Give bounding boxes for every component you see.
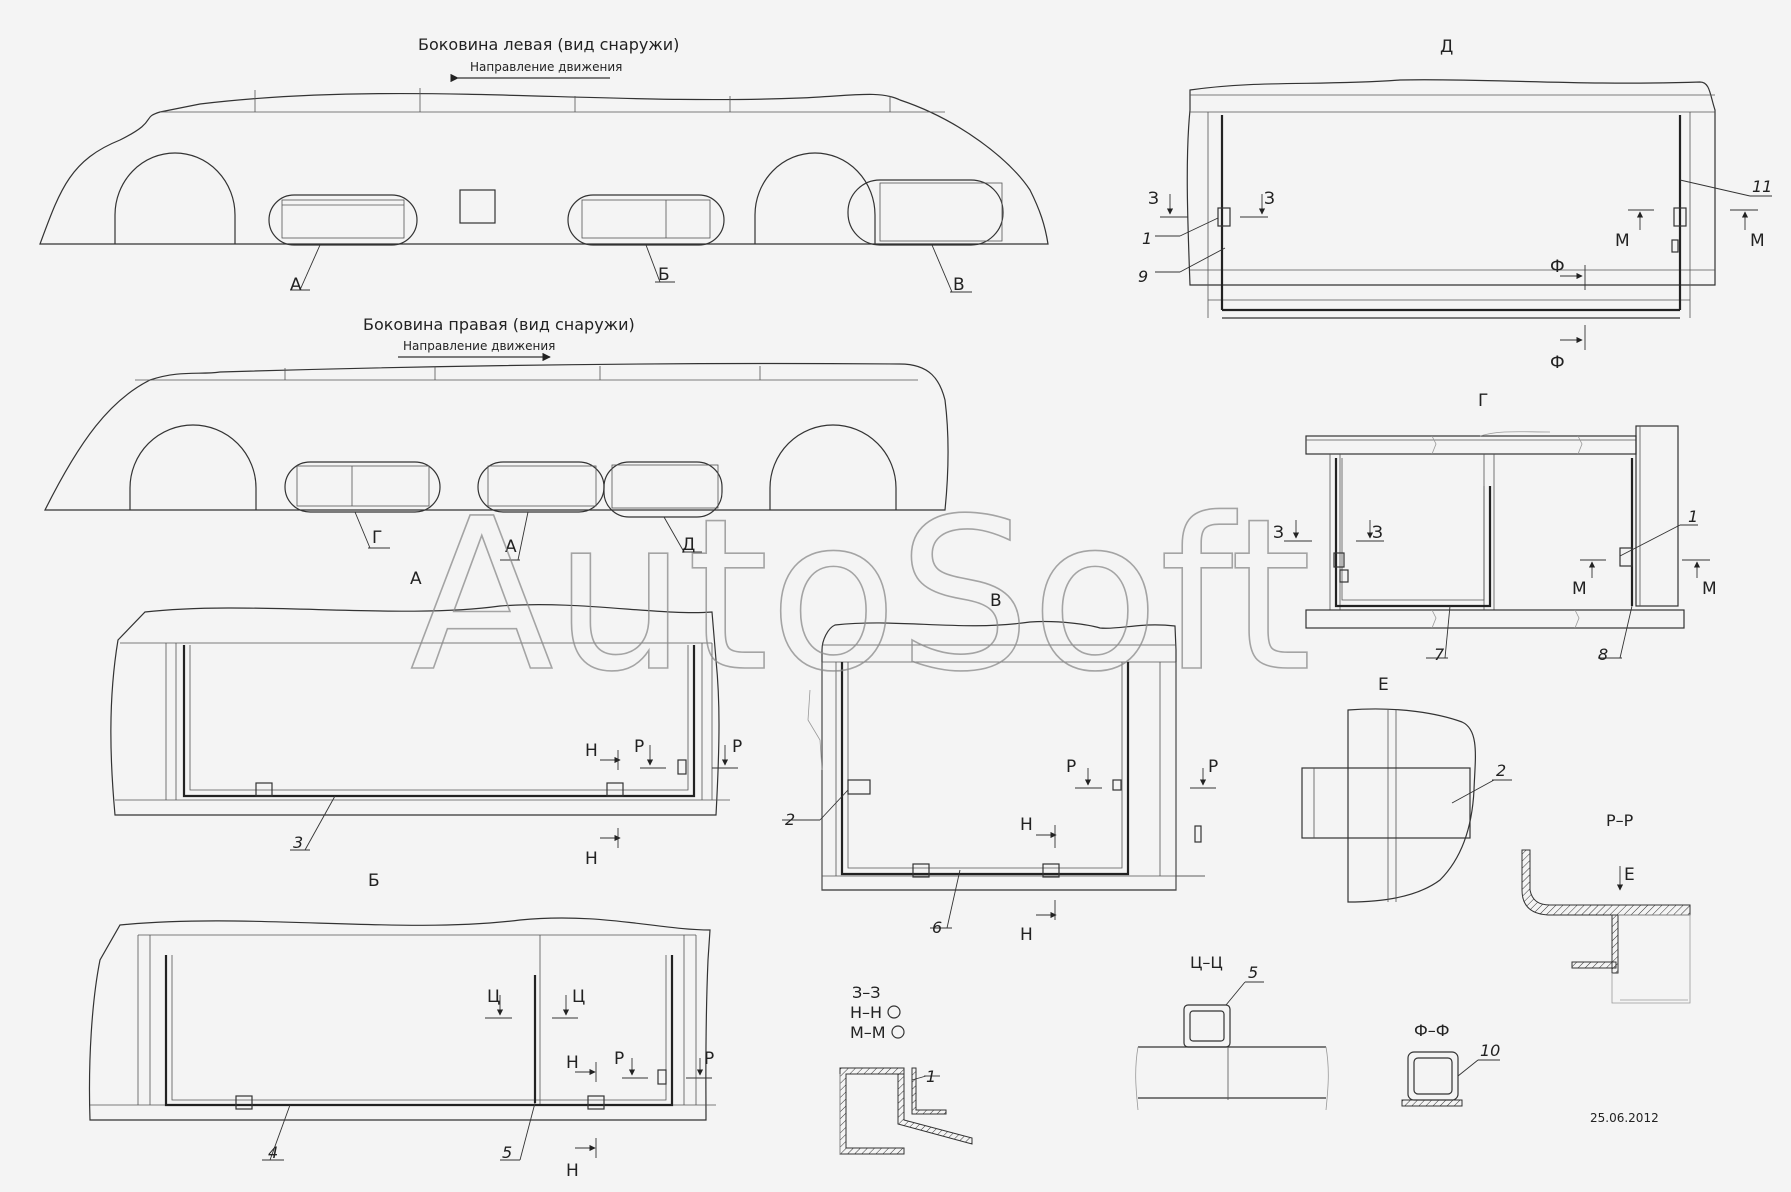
watermark: AutoSoft [410, 473, 1312, 718]
section-ts-ts-title: Ц–Ц [1190, 953, 1223, 972]
section-f-f: Ф–Ф 10 [1401, 1021, 1500, 1107]
svg-text:Ц: Ц [487, 987, 500, 1007]
svg-text:М: М [1615, 231, 1630, 251]
part-number-3: 3 [293, 833, 303, 852]
svg-text:Н: Н [1020, 925, 1033, 945]
part-number-5-section: 5 [1248, 963, 1258, 982]
svg-text:З: З [1372, 523, 1383, 543]
cut-marks-r-v: Р Р [1066, 757, 1218, 789]
cut-marks-r-a: Р Р [634, 737, 742, 769]
svg-text:М: М [1702, 579, 1717, 599]
view-e: Е 2 [1301, 675, 1512, 903]
svg-text:Ф: Ф [1550, 257, 1565, 277]
svg-text:Р: Р [1066, 757, 1076, 777]
view-d: Д 1 9 11 З З М [1138, 37, 1772, 373]
callout-b-left: Б [658, 265, 670, 285]
cut-marks-n-b: Н Н [566, 1053, 597, 1181]
svg-text:Ц: Ц [572, 987, 585, 1007]
svg-text:Н: Н [585, 741, 598, 761]
svg-text:М: М [1572, 579, 1587, 599]
part-number-1-g: 1 [1688, 507, 1698, 526]
view-b: Б 4 5 Ц Ц Н Н [88, 871, 716, 1181]
callout-v-left: В [953, 275, 965, 295]
section-n-n-title: Н–Н [850, 1003, 882, 1022]
cut-marks-z-d: З З [1148, 189, 1275, 218]
part-number-1-d: 1 [1142, 229, 1152, 248]
section-ts-ts: Ц–Ц 5 [1135, 953, 1329, 1111]
view-v-title: В [990, 591, 1002, 611]
view-a-title: А [410, 569, 422, 589]
svg-text:М: М [1750, 231, 1765, 251]
part-number-1-section: 1 [926, 1067, 936, 1086]
section-m-m-title: М–М [850, 1023, 886, 1042]
right-side-direction: Направление движения [403, 339, 555, 353]
view-v: В 2 6 Р Р Н [782, 591, 1218, 945]
cut-marks-ts-b: Ц Ц [485, 987, 585, 1019]
part-number-4: 4 [268, 1143, 278, 1162]
part-number-11: 11 [1752, 177, 1772, 196]
part-number-7: 7 [1434, 645, 1445, 664]
svg-text:З: З [1148, 189, 1159, 209]
svg-text:Р: Р [704, 1049, 714, 1069]
part-number-9: 9 [1138, 267, 1148, 286]
svg-text:Н: Н [585, 849, 598, 869]
drawing-date: 25.06.2012 [1590, 1111, 1659, 1125]
section-z-n-m: З–З Н–Н М–М 1 [839, 983, 973, 1155]
callout-a-right: А [505, 537, 517, 557]
section-r-r: Р–Р Е [1521, 811, 1691, 1004]
cut-marks-f-d: Ф Ф [1550, 257, 1586, 373]
left-side-view: Боковина левая (вид снаружи) Направление… [39, 35, 1049, 295]
svg-text:З: З [1264, 189, 1275, 209]
cut-marks-m-d: М М [1615, 209, 1765, 251]
part-number-10: 10 [1480, 1041, 1500, 1060]
svg-text:Н: Н [1020, 815, 1033, 835]
section-r-r-title: Р–Р [1606, 811, 1634, 830]
callout-a-left: А [290, 275, 302, 295]
part-number-5-b: 5 [502, 1143, 512, 1162]
cut-marks-m-g: М М [1572, 559, 1717, 599]
svg-text:Р: Р [634, 737, 644, 757]
cut-marks-r-b: Р Р [614, 1049, 714, 1079]
part-number-2-e: 2 [1496, 761, 1506, 780]
left-side-title: Боковина левая (вид снаружи) [418, 35, 679, 54]
svg-text:Р: Р [614, 1049, 624, 1069]
section-z-z-title: З–З [852, 983, 881, 1002]
svg-text:З: З [1273, 523, 1284, 543]
cut-marks-n-a: Н Н [585, 741, 621, 869]
view-d-title: Д [1440, 37, 1453, 57]
view-e-title: Е [1378, 675, 1389, 695]
callout-g-right: Г [372, 528, 382, 548]
svg-text:Ф: Ф [1550, 353, 1565, 373]
right-side-view: Боковина правая (вид снаружи) Направлени… [44, 315, 949, 561]
cut-e-label: Е [1624, 865, 1635, 885]
svg-text:Н: Н [566, 1053, 579, 1073]
section-f-f-title: Ф–Ф [1414, 1021, 1450, 1040]
view-g: Г 1 7 8 З З М [1273, 391, 1717, 664]
part-number-8: 8 [1598, 645, 1608, 664]
callout-d-right: Д [682, 535, 695, 555]
svg-text:Р: Р [732, 737, 742, 757]
right-side-title: Боковина правая (вид снаружи) [363, 315, 635, 334]
cut-marks-n-v: Н Н [1020, 815, 1057, 945]
svg-text:Н: Н [566, 1161, 579, 1181]
left-side-direction: Направление движения [470, 60, 622, 74]
cut-marks-z-g: З З [1273, 520, 1384, 543]
view-a: А 3 Н Н Р Р [110, 569, 742, 869]
view-g-title: Г [1478, 391, 1488, 411]
part-number-2-v: 2 [785, 810, 795, 829]
part-number-6: 6 [932, 918, 942, 937]
svg-text:Р: Р [1208, 757, 1218, 777]
view-b-title: Б [368, 871, 380, 891]
